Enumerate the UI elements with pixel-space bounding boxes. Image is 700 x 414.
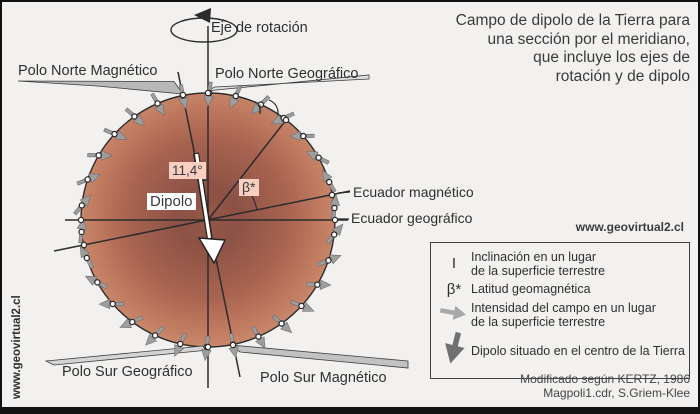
legend-text: Inclinación en un lugar (471, 249, 597, 264)
surface-dot (314, 281, 321, 288)
surface-dot (154, 100, 161, 107)
title: Campo de dipolo de la Tierra para una se… (456, 12, 690, 86)
south-geographic-pointer-wedge (44, 345, 211, 366)
legend-item-inclination: I Inclinación en un lugar de la superfic… (437, 250, 683, 278)
title-line: una sección por el meridiano, (487, 30, 690, 48)
rotation-arrowhead-icon (194, 8, 211, 23)
surface-dot (131, 113, 138, 120)
surface-dot (257, 101, 265, 108)
surface-dot (232, 92, 239, 100)
surface-dot (330, 231, 338, 238)
surface-dot (204, 343, 212, 351)
surface-dot (255, 333, 262, 340)
north-magnetic-pointer-wedge (17, 80, 184, 95)
dipole-arrow-icon (445, 331, 465, 364)
surface-dot (177, 340, 184, 348)
surface-dots-group (77, 89, 339, 351)
legend-text: Intensidad del campo en un lugar (471, 300, 656, 315)
surface-dot (298, 302, 305, 310)
legend-box: I Inclinación en un lugar de la superfic… (430, 242, 690, 379)
south-magnetic-pointer-wedge (229, 344, 409, 369)
surface-dot (129, 318, 136, 326)
south-geographic-pole-label: Polo Sur Geográfico (62, 364, 193, 380)
geographic-equator-label: Ecuador geográfico (351, 210, 473, 226)
surface-dot (204, 89, 212, 97)
watermark-right: www.geovirtual2.cl (575, 220, 684, 234)
watermark-left: www.geovirtual2.cl (11, 295, 23, 399)
surface-dot (78, 228, 85, 236)
surface-dot (278, 320, 285, 327)
title-line: Campo de dipolo de la Tierra para (455, 12, 690, 29)
title-line: que incluye los ejes de (533, 49, 690, 66)
surface-point-radius-line (207, 119, 287, 221)
legend-item-intensity: Intensidad del campo en un lugar de la s… (437, 301, 683, 329)
inclination-symbol: I (258, 101, 262, 117)
rotation-axis-label: Eje de rotación (211, 20, 308, 36)
surface-dot (331, 216, 339, 224)
legend-text: Latitud geomagnética (471, 282, 591, 296)
credit-line: Modificado según KERTZ, 1986 (520, 372, 690, 386)
legend-item-dipole: Dipolo situado en el centro de la Tierra (437, 331, 686, 370)
surface-dot (95, 152, 102, 159)
legend-text: de la superficie terrestre (471, 263, 606, 278)
surface-dot (315, 154, 322, 161)
surface-dot (282, 116, 290, 124)
magnetic-equator-label: Ecuador magnético (353, 184, 474, 200)
surface-dot (300, 132, 307, 140)
surface-dot (83, 254, 91, 262)
surface-dot (325, 257, 332, 264)
surface-dot (151, 332, 159, 339)
north-geographic-pole-label: Polo Norte Geográfico (215, 66, 359, 82)
surface-dot (80, 241, 88, 249)
surface-dot (328, 191, 336, 199)
magnetic-equator-dash (337, 191, 351, 194)
surface-dot (179, 91, 187, 99)
surface-dot (77, 216, 85, 224)
north-geographic-pointer-wedge (205, 74, 370, 92)
surface-dot (94, 279, 101, 286)
title-line: rotación y de dipolo (555, 67, 690, 85)
credits: Modificado según KERTZ, 1986 Magpoli1.cd… (520, 372, 690, 400)
magnetic-equator-line (53, 190, 351, 252)
dipole-badge: Dipolo (147, 193, 196, 210)
credit-line: Magpoli1.cdr, S.Griem-Klee (543, 385, 690, 400)
inclination-symbol: I (451, 255, 457, 272)
surface-dot (229, 341, 237, 349)
earth-dipole-diagram: I (17, 8, 409, 388)
north-magnetic-pole-label: Polo Norte Magnético (18, 63, 158, 79)
beta-badge: β* (239, 179, 259, 196)
beta-symbol: β* (446, 280, 462, 298)
tilt-angle-badge: 11,4° (169, 162, 206, 179)
legend-text: de la superficie terrestre (471, 314, 606, 329)
surface-dot (84, 176, 91, 183)
surface-dot (325, 178, 333, 186)
surface-dot (78, 202, 86, 209)
surface-dot (111, 130, 118, 138)
legend-text: Dipolo situado en el centro de la Tierra (471, 343, 686, 358)
south-magnetic-pole-label: Polo Sur Magnético (260, 370, 387, 386)
legend-item-latitude: β* Latitud geomagnética (437, 281, 683, 298)
inclination-angle-arc (268, 99, 279, 117)
surface-dot (331, 204, 338, 212)
field-intensity-arrow-icon (439, 305, 466, 320)
surface-dot (109, 300, 116, 308)
